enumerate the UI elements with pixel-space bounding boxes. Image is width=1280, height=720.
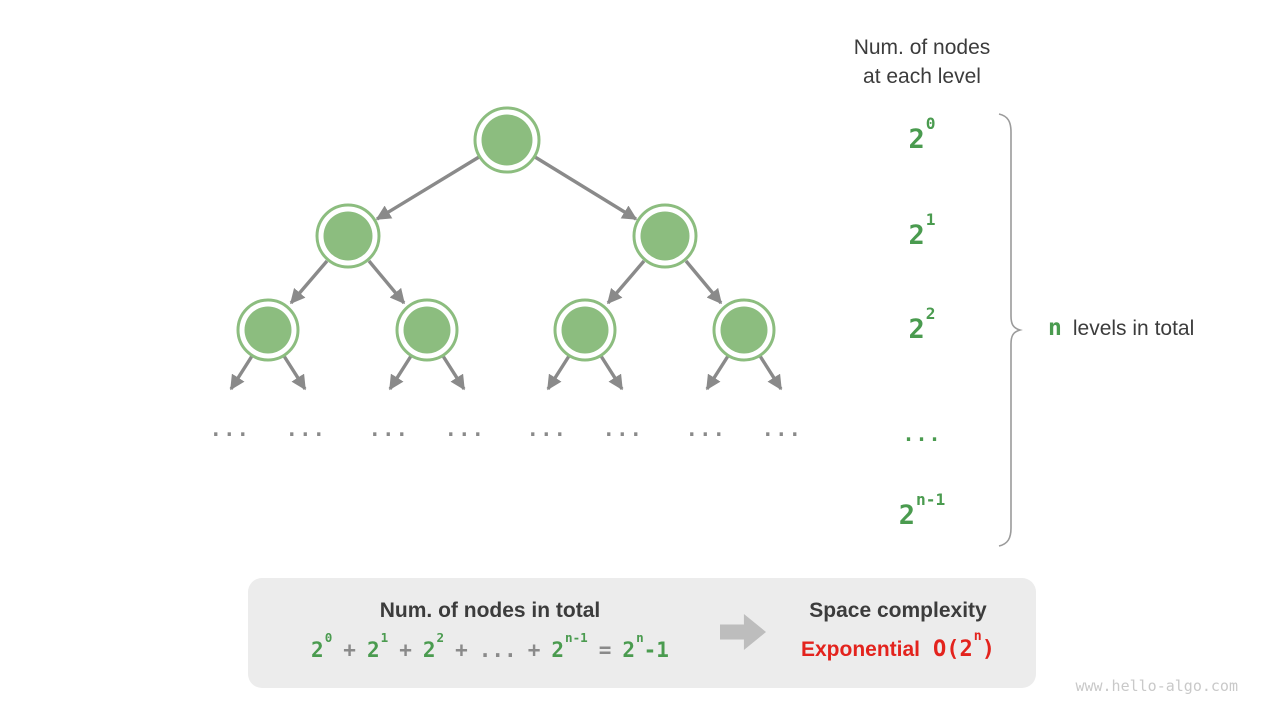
levels-column-header: Num. of nodes at each level <box>792 33 1052 91</box>
tree-node <box>712 298 776 362</box>
formula-token: 2n-1 <box>622 630 669 662</box>
header-line-1: Num. of nodes <box>853 36 991 59</box>
edge-arrow-icon <box>441 355 466 391</box>
tree-node <box>315 203 381 269</box>
edge-arrow-icon <box>705 355 730 391</box>
subtree-ellipsis: ... <box>444 417 486 441</box>
edge-arrow-icon <box>282 355 307 391</box>
formula-token: 21 <box>366 630 389 662</box>
subtree-ellipsis: ... <box>285 417 327 441</box>
subtree-ellipsis: ... <box>526 417 568 441</box>
levels-total-text: levels in total <box>1072 317 1195 340</box>
tree-node <box>553 298 617 362</box>
space-complexity-title: Space complexity <box>809 599 987 622</box>
edge-arrow-icon <box>758 355 783 391</box>
n-variable: n <box>1048 315 1062 341</box>
subtree-ellipsis: ... <box>761 417 803 441</box>
edge-arrow-icon <box>289 259 329 305</box>
formula-token: 20 <box>311 630 333 662</box>
space-complexity-value: Exponential O(2n) <box>783 629 1013 665</box>
summary-box: Num. of nodes in total 20 +21 +22 +... +2n-1… <box>248 578 1036 688</box>
tree-node <box>236 298 300 362</box>
edge-arrow-icon <box>606 259 646 305</box>
total-nodes-formula: 20 +21 +22 +... +2n-1 = 2n-1 <box>280 630 700 664</box>
header-line-2: at each level <box>863 65 981 88</box>
edge-arrow-icon <box>367 259 406 305</box>
big-o-notation: O(2n) <box>933 629 995 662</box>
tree-node <box>395 298 459 362</box>
subtree-ellipsis: ... <box>602 417 644 441</box>
subtree-ellipsis: ... <box>368 417 410 441</box>
level-count-label: 20 <box>908 114 936 155</box>
formula-token: + <box>343 638 356 662</box>
formula-token: + <box>527 638 541 662</box>
formula-token: + <box>455 638 468 662</box>
formula-token: 22 <box>422 630 445 662</box>
subtree-ellipsis: ... <box>209 417 251 441</box>
formula-token: 2n-1 <box>551 630 588 662</box>
level-count-label: 22 <box>908 304 936 345</box>
edge-arrow-icon <box>599 355 624 391</box>
level-count-label: 2n-1 <box>898 490 946 531</box>
edge-arrow-icon <box>546 355 571 391</box>
subtree-ellipsis: ... <box>685 417 727 441</box>
tree-node <box>632 203 698 269</box>
tree-edges <box>229 155 783 391</box>
tree-nodes <box>236 106 776 362</box>
total-nodes-title: Num. of nodes in total <box>379 599 601 622</box>
edge-arrow-icon <box>229 355 254 391</box>
level-count-label: 21 <box>908 210 936 251</box>
edge-arrow-icon <box>388 355 413 391</box>
watermark: www.hello-algo.com <box>1075 677 1238 695</box>
edge-arrow-icon <box>375 155 480 221</box>
formula-token: ... <box>478 638 517 662</box>
formula-token: + <box>399 638 412 662</box>
edge-arrow-icon <box>534 155 638 221</box>
tree-node-root <box>473 106 541 174</box>
curly-brace-icon <box>998 113 1023 547</box>
levels-total-label: n levels in total <box>1048 315 1194 341</box>
arrow-right-icon <box>720 614 766 650</box>
level-count-ellipsis: ... <box>902 422 942 446</box>
formula-token: = <box>598 638 612 662</box>
complexity-word: Exponential <box>801 638 921 661</box>
edge-arrow-icon <box>684 259 723 305</box>
